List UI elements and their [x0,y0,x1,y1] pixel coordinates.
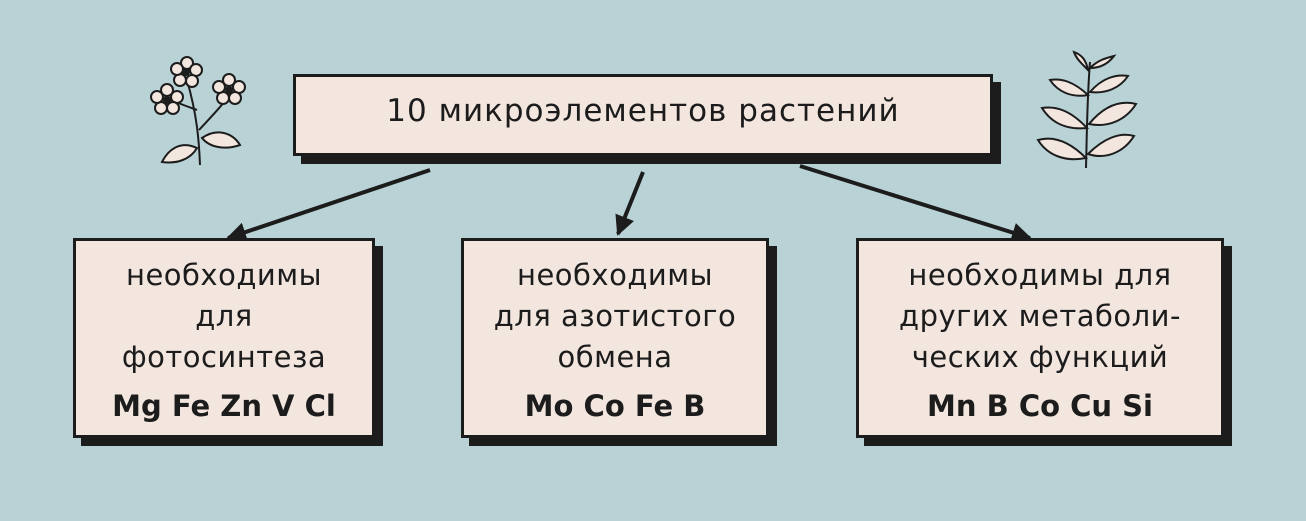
arrow-to-metabolic [799,164,1032,243]
node-elements: Mg Fe Zn V Cl [112,389,336,423]
node-description: необходимы для азотистого обмена [493,258,737,374]
node-elements: Mo Co Fe B [524,389,706,423]
node-elements: Mn B Co Cu Si [927,389,1153,423]
node-photosynthesis: необходимы для фотосинтеза Mg Fe Zn V Cl [73,238,375,438]
node-nitrogen-metabolism: необходимы для азотистого обмена Mo Co F… [461,238,769,438]
root-label: 10 микроэлементов растений [386,93,900,129]
arrow-to-photosynthesis [226,168,431,242]
arrow-to-nitrogen [615,171,645,236]
root-node: 10 микроэлементов растений [293,74,993,156]
node-other-metabolic: необходимы для других метаболи- ческих ф… [856,238,1224,438]
node-description: необходимы для других метаболи- ческих ф… [899,258,1181,374]
node-description: необходимы для фотосинтеза [121,258,327,374]
